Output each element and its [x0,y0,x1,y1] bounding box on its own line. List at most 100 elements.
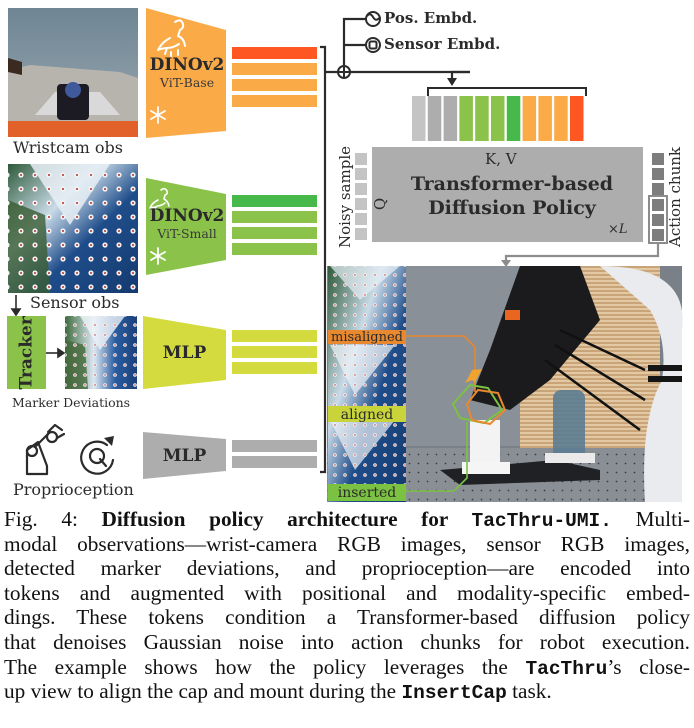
snowflake-icon [150,106,166,124]
wristcam-encoder-label: DINOv2 ViT-Base [146,55,228,90]
action-chunk-label: Action chunk [666,147,684,247]
caption-title: Diffusion policy architecture for [101,507,472,531]
pos-embd-label: Pos. Embd. [384,9,478,27]
token [232,227,317,239]
policy-title-line1: Transformer-based [410,173,614,195]
proprio-tokens [232,440,317,468]
sensor-embd-label: Sensor Embd. [384,35,501,53]
state-inserted: inserted [337,485,397,501]
sequence-token [522,96,537,141]
marker-tokens [232,330,317,374]
action-chunk-tokens [648,153,668,244]
dinosaur-icon [157,19,186,57]
token-sequence [412,96,584,141]
noisy-sample-tokens [355,153,367,240]
architecture-diagram [7,8,683,502]
sensor-label: Sensor obs [30,293,120,312]
policy-title: Transformer-based Diffusion Policy [392,172,632,220]
robot-scene-image [327,266,683,502]
arrow-down-icon [501,260,511,267]
circled-plus-icon [337,65,351,79]
wristcam-label: Wristcam obs [13,138,123,157]
policy-title-line2: Diffusion Policy [428,197,596,219]
marker-encoder [143,316,226,389]
inserted-callout [406,422,468,492]
sensor-image [8,164,138,293]
token [232,47,317,59]
caption-title-code: TacThru-UMI. [471,510,612,532]
caption-line: The example shows how the policy leverag… [4,655,690,680]
misaligned-callout [406,335,476,392]
caption-prefix: Fig. 4: [4,507,102,531]
token [232,79,317,91]
arrow-down-icon [447,78,457,86]
sequence-token [554,96,568,141]
token [232,440,317,452]
aligned-tag-bg [328,406,406,422]
encoder-subtitle: ViT-Base [159,75,215,90]
sine-circle-icon [365,11,381,27]
sequence-token [538,96,552,141]
motion-arrow-icon [465,369,482,383]
encoder-subtitle: ViT-Small [157,226,217,241]
misaligned-outline [465,388,507,426]
token [232,211,317,223]
caption-line: modal observations—wrist-camera RGB imag… [4,531,690,556]
token [232,330,317,342]
sequence-token [412,96,426,141]
encoder-title: DINOv2 [149,206,225,226]
caption-text: task. [506,679,552,704]
caption-text: up view to align the cap and mount durin… [4,679,402,704]
caption-text: ’s close- [607,654,690,679]
noisy-sample-label: Noisy sample [336,145,354,249]
marker-encoder-label: MLP [162,343,207,363]
caption-line: Fig. 4: Diffusion policy architecture fo… [4,507,690,532]
caption-code-insertcap: InsertCap [401,682,507,705]
sequence-token [491,96,505,141]
sequence-token [427,96,442,141]
q-label: Q [371,197,390,211]
caption-line: up view to align the cap and mount durin… [4,679,690,704]
sensor-tokens [232,195,317,255]
proprio-label: Proprioception [13,480,134,499]
token [232,346,317,358]
rotation-q-icon [80,436,115,475]
caption-line: that denoises Gaussian noise into action… [4,629,690,654]
token [232,456,317,468]
caption-line: dings. These tokens condition a Transfor… [4,605,690,630]
tracker-block [7,316,46,389]
snowflake-icon [150,247,166,265]
misaligned-tag-bg [328,330,406,344]
sequence-token [506,96,521,141]
token [232,95,317,107]
sequence-token [570,96,584,141]
state-misaligned: misaligned [331,330,403,345]
wristcam-tokens [232,47,317,107]
token [232,195,317,207]
kv-label: K, V [485,150,517,168]
transformer-block [372,147,643,242]
sequence-token [443,96,458,141]
proprio-encoder [143,432,226,479]
marker-label: Marker Deviations [12,395,131,410]
sensor-encoder [146,178,226,275]
tracker-label: Tracker [16,316,37,390]
caption-line: detected marker deviations, and proprioc… [4,556,690,581]
token [232,243,317,255]
action-arrow [504,243,660,262]
sequence-token [475,96,489,141]
proprio-encoder-label: MLP [162,446,207,466]
arrow-right-icon [46,347,66,359]
robot-arm-icon [25,423,66,476]
token [232,63,317,75]
caption-line: tokens and augmented with positional and… [4,580,690,605]
caption-text: The example shows how the policy leverag… [4,654,526,679]
state-aligned: aligned [340,407,394,423]
square-circle-icon [365,37,381,53]
wristcam-image [8,8,138,137]
layers-label: ×L [608,222,628,237]
sequence-token [459,96,473,141]
inserted-tag-bg [328,484,406,501]
marker-deviation-image [65,316,137,389]
caption-text: Multi- [611,507,690,531]
